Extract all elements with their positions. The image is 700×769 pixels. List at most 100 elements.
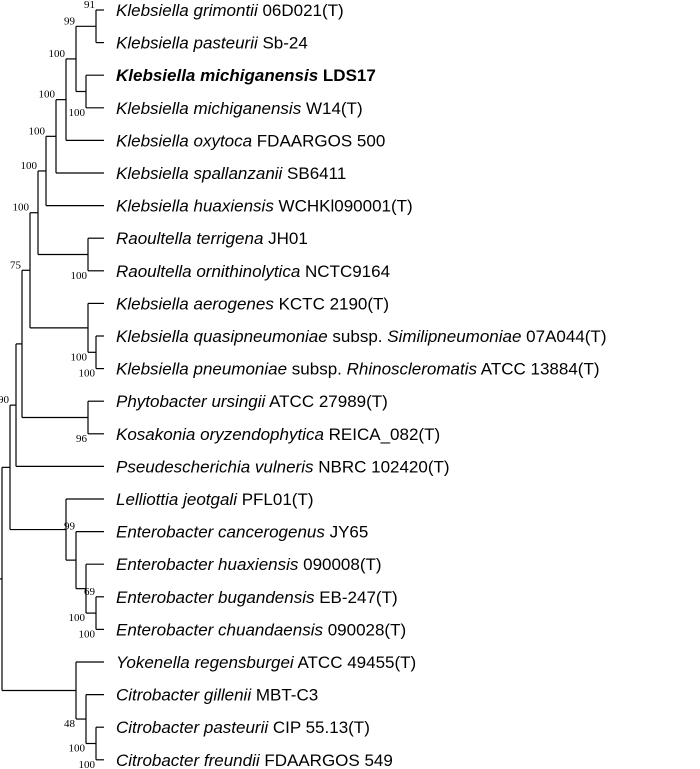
bootstrap-value: 100 (69, 107, 86, 119)
taxon-strain: KCTC 2190(T) (274, 294, 389, 313)
taxon-label: Yokenella regensburgei ATCC 49455(T) (116, 653, 416, 672)
taxon-strain: SB6411 (282, 164, 346, 183)
bootstrap-value: 100 (69, 612, 86, 624)
taxon-strain: subsp. (328, 327, 388, 346)
bootstrap-value: 100 (29, 125, 46, 137)
taxon-label: Klebsiella grimontii 06D021(T) (116, 1, 344, 20)
taxon-label: Citrobacter freundii FDAARGOS 549 (116, 751, 393, 769)
bootstrap-value: 100 (79, 759, 96, 769)
taxon-label: Enterobacter cancerogenus JY65 (116, 523, 368, 542)
taxon-strain: 090028(T) (323, 620, 406, 639)
bootstrap-value: 100 (39, 89, 56, 101)
bootstrap-value: 100 (79, 368, 96, 380)
taxon-label: Klebsiella michiganensis LDS17 (116, 66, 376, 85)
taxon-name-italic: Kosakonia oryzendophytica (116, 425, 324, 444)
taxon-strain: subsp. (287, 360, 347, 379)
taxon-name-italic: Klebsiella oxytoca (116, 131, 252, 150)
taxon-strain: 090008(T) (298, 555, 381, 574)
taxon-label: Phytobacter ursingii ATCC 27989(T) (116, 392, 388, 411)
taxon-name-italic: Lelliottia jeotgali (116, 490, 238, 509)
taxon-strain: WCHKl090001(T) (274, 197, 413, 216)
bootstrap-value: 99 (64, 521, 76, 533)
bootstrap-value: 48 (64, 718, 76, 730)
taxon-label: Klebsiella pneumoniae subsp. Rhinosclero… (116, 360, 600, 379)
taxon-name-italic: Klebsiella michiganensis (116, 66, 318, 85)
bootstrap-value: 75 (10, 259, 22, 271)
taxon-strain: NBRC 102420(T) (314, 457, 450, 476)
taxon-name-italic: Citrobacter freundii (116, 751, 261, 769)
bootstrap-value: 100 (49, 48, 66, 60)
bootstrap-value: 91 (84, 0, 95, 11)
taxon-strain: 07A044(T) (521, 327, 606, 346)
taxon-name-italic: Rhinoscleromatis (347, 360, 478, 379)
bootstrap-value: 96 (76, 433, 88, 445)
taxon-name-italic: Enterobacter bugandensis (116, 588, 315, 607)
taxon-name-italic: Citrobacter gillenii (116, 686, 252, 705)
taxon-label: Klebsiella pasteurii Sb-24 (116, 34, 308, 53)
bootstrap-value: 100 (79, 628, 96, 640)
taxon-name-italic: Klebsiella michiganensis (116, 99, 302, 118)
taxon-label: Enterobacter huaxiensis 090008(T) (116, 555, 382, 574)
taxon-name-italic: Enterobacter chuandaensis (116, 620, 323, 639)
bootstrap-value: 100 (69, 743, 86, 755)
bootstrap-value: 100 (21, 160, 38, 172)
taxon-strain: JH01 (263, 229, 307, 248)
taxon-name-italic: Klebsiella pasteurii (116, 34, 259, 53)
taxon-strain: EB-247(T) (314, 588, 397, 607)
bootstrap-support-values: 91 99 100 100 100 100 100 100 100 100 100 75 96 90 99 1… (0, 0, 96, 769)
taxon-label: Klebsiella oxytoca FDAARGOS 500 (116, 131, 385, 150)
taxon-strain: MBT-C3 (251, 686, 318, 705)
taxon-label: Klebsiella michiganensis W14(T) (116, 99, 363, 118)
taxon-strain: ATCC 13884(T) (477, 360, 600, 379)
bootstrap-value: 100 (13, 202, 30, 214)
taxon-label: Klebsiella quasipneumoniae subsp. Simili… (116, 327, 606, 346)
taxon-strain: PFL01(T) (237, 490, 314, 509)
taxon-strain: JY65 (325, 523, 368, 542)
taxon-strain: CIP 55.13(T) (268, 718, 370, 737)
taxon-label: Citrobacter pasteurii CIP 55.13(T) (116, 718, 370, 737)
taxon-label: Kosakonia oryzendophytica REICA_082(T) (116, 425, 440, 444)
taxon-label: Enterobacter chuandaensis 090028(T) (116, 620, 406, 639)
taxon-strain: ATCC 49455(T) (294, 653, 417, 672)
taxon-name-italic: Enterobacter huaxiensis (116, 555, 299, 574)
taxon-strain: LDS17 (318, 66, 376, 85)
taxon-name-italic: Similipneumoniae (387, 327, 521, 346)
bootstrap-value: 100 (71, 351, 88, 363)
taxon-strain: 06D021(T) (258, 1, 344, 20)
taxon-label: Klebsiella aerogenes KCTC 2190(T) (116, 294, 389, 313)
bootstrap-value: 100 (71, 270, 88, 282)
taxon-name-italic: Pseudescherichia vulneris (116, 457, 314, 476)
taxon-name-italic: Raoultella terrigena (116, 229, 263, 248)
taxon-name-italic: Klebsiella pneumoniae (116, 360, 287, 379)
taxon-label: Lelliottia jeotgali PFL01(T) (116, 490, 314, 509)
taxon-label: Klebsiella huaxiensis WCHKl090001(T) (116, 197, 413, 216)
taxon-name-italic: Raoultella ornithinolytica (116, 262, 300, 281)
taxon-strain: NCTC9164 (300, 262, 390, 281)
taxon-strain: ATCC 27989(T) (265, 392, 388, 411)
taxon-name-italic: Yokenella regensburgei (116, 653, 295, 672)
tree-branches (0, 9, 104, 761)
taxon-name-italic: Phytobacter ursingii (116, 392, 267, 411)
taxon-label: Enterobacter bugandensis EB-247(T) (116, 588, 398, 607)
taxon-strain: Sb-24 (258, 34, 308, 53)
taxon-label: Raoultella ornithinolytica NCTC9164 (116, 262, 390, 281)
bootstrap-value: 69 (84, 586, 96, 598)
taxon-labels: Klebsiella grimontii 06D021(T)Klebsiella… (116, 1, 606, 769)
taxon-label: Klebsiella spallanzanii SB6411 (116, 164, 346, 183)
taxon-name-italic: Klebsiella huaxiensis (116, 197, 274, 216)
taxon-name-italic: Klebsiella quasipneumoniae (116, 327, 328, 346)
taxon-name-italic: Citrobacter pasteurii (116, 718, 269, 737)
taxon-name-italic: Klebsiella aerogenes (116, 294, 274, 313)
taxon-label: Pseudescherichia vulneris NBRC 102420(T) (116, 457, 450, 476)
taxon-label: Raoultella terrigena JH01 (116, 229, 308, 248)
taxon-label: Citrobacter gillenii MBT-C3 (116, 686, 318, 705)
taxon-strain: FDAARGOS 549 (260, 751, 393, 769)
taxon-name-italic: Klebsiella spallanzanii (116, 164, 284, 183)
taxon-strain: W14(T) (301, 99, 362, 118)
taxon-name-italic: Enterobacter cancerogenus (116, 523, 325, 542)
taxon-strain: REICA_082(T) (324, 425, 440, 444)
taxon-name-italic: Klebsiella grimontii (116, 1, 259, 20)
bootstrap-value: 99 (64, 15, 76, 27)
bootstrap-value: 90 (0, 394, 10, 406)
